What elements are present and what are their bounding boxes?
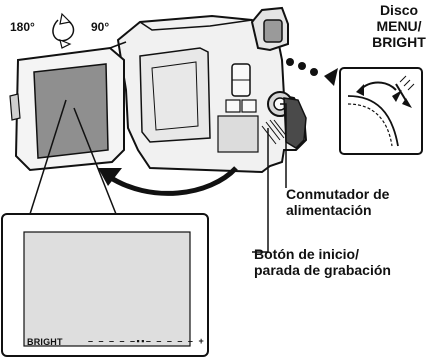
rec-button-label: Botón de inicio/ parada de grabación xyxy=(254,246,391,278)
power-switch-label: Conmutador de alimentación xyxy=(286,186,389,218)
leader-rec xyxy=(252,128,269,253)
disc-label-line-1: Disco xyxy=(379,2,419,18)
bright-label: BRIGHT xyxy=(27,337,63,347)
angle-90-label: 90° xyxy=(91,20,110,34)
angle-180-label: 180° xyxy=(10,20,35,34)
leader-power xyxy=(280,103,287,188)
rotate-arrow xyxy=(52,19,75,42)
lcd-recess xyxy=(139,47,211,143)
lcd-screen xyxy=(33,63,109,159)
hand-strap xyxy=(283,97,307,149)
power-switch-label-line-1: Conmutador de xyxy=(286,186,390,202)
viewfinder-eyepiece xyxy=(263,19,283,43)
open-arrow xyxy=(106,166,238,196)
magnified-screen-display xyxy=(23,231,191,347)
disc-label-line-3: BRIGHT xyxy=(372,34,426,50)
disc-label: Disco MENU/ BRIGHT xyxy=(364,2,429,50)
camera-top-edge xyxy=(139,19,253,31)
bright-scale: – – – – –▪▪– – – – – + xyxy=(88,336,206,346)
disc-label-line-2: MENU/ xyxy=(376,18,422,34)
rec-button-label-line-1: Botón de inicio/ xyxy=(254,246,359,262)
rec-button-label-line-2: parada de grabación xyxy=(254,262,391,278)
power-switch-label-line-2: alimentación xyxy=(286,202,372,218)
